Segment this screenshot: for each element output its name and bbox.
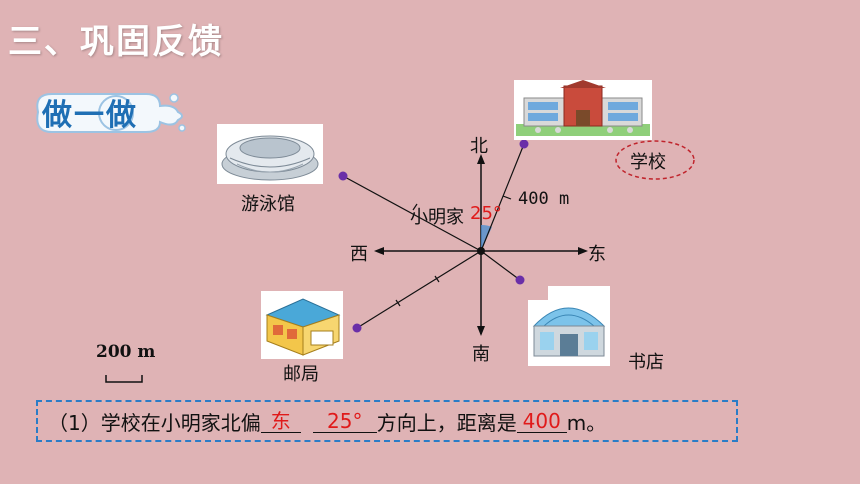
bookstore-label: 书店 xyxy=(628,352,664,373)
activity-badge: 做一做 xyxy=(28,86,188,138)
west-label: 西 xyxy=(350,244,368,265)
bookstore-point xyxy=(515,275,525,285)
school-image xyxy=(514,80,652,140)
bookstore-icon xyxy=(528,286,606,357)
school-label-oval xyxy=(615,140,695,180)
tick-school xyxy=(502,195,512,200)
question-part1: （1）学校在小明家北偏 xyxy=(48,410,261,435)
south-label: 南 xyxy=(472,344,490,365)
north-arrowhead xyxy=(477,154,485,164)
question-part3: m。 xyxy=(566,410,607,435)
pool-image xyxy=(217,124,323,184)
school-label: 学校 xyxy=(630,152,666,173)
post-office-icon xyxy=(265,298,341,356)
ray-bookstore xyxy=(480,250,521,281)
east-arrowhead xyxy=(578,247,588,255)
ray-school xyxy=(480,143,525,252)
pool-icon xyxy=(221,135,319,181)
west-arrowhead xyxy=(374,247,384,255)
angle-label: 25° xyxy=(470,203,502,224)
bookstore-image xyxy=(528,286,610,366)
badge-cloud-shape xyxy=(36,93,186,133)
distance-label: 400 m xyxy=(518,189,570,209)
answer-distance: 400 xyxy=(516,410,567,433)
ray-pool xyxy=(342,175,482,252)
question-box: （1）学校在小明家北偏 东 25° 方向上，距离是 400 m。 xyxy=(36,400,738,442)
question-part2: 方向上，距离是 xyxy=(376,410,517,435)
pool-point xyxy=(338,171,348,181)
scale-bar xyxy=(105,375,143,383)
north-label: 北 xyxy=(470,136,488,157)
post-office-image xyxy=(261,291,343,359)
answer-direction: 东 xyxy=(260,410,301,433)
pool-label: 游泳馆 xyxy=(241,194,295,215)
school-point xyxy=(519,139,529,149)
east-label: 东 xyxy=(588,244,606,265)
tick-pool xyxy=(412,203,418,211)
south-arrowhead xyxy=(477,326,485,336)
tick-post-2 xyxy=(395,299,401,307)
slide-title: 三、巩固反馈 xyxy=(8,22,224,62)
ray-post xyxy=(356,250,482,329)
badge-label: 做一做 xyxy=(42,98,138,133)
tick-post-1 xyxy=(434,275,440,283)
answer-angle: 25° xyxy=(312,410,377,433)
home-label: 小明家 xyxy=(410,207,464,228)
post-office-label: 邮局 xyxy=(283,364,319,385)
post-point xyxy=(352,323,362,333)
school-icon xyxy=(516,80,650,136)
home-point xyxy=(477,247,485,255)
scale-label: 200 m xyxy=(96,342,156,362)
